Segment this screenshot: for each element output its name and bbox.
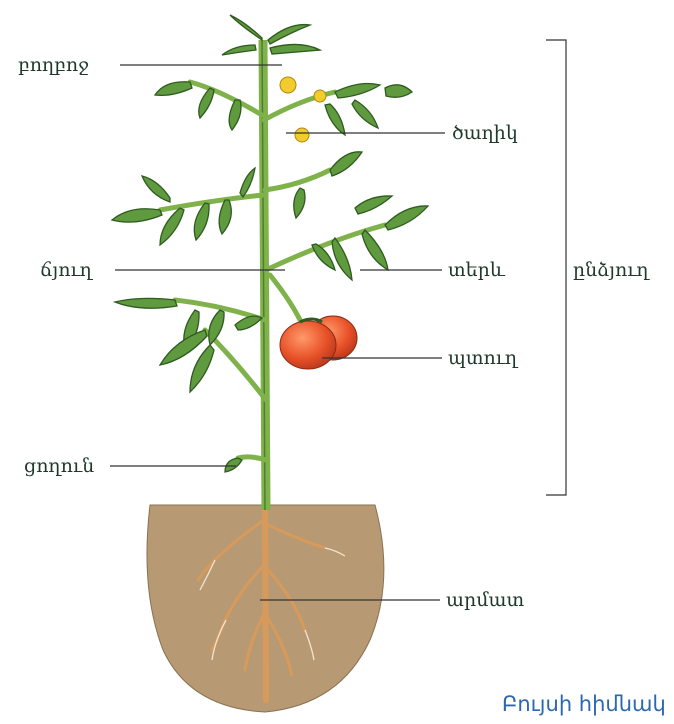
label-root: արմատ <box>446 591 524 610</box>
label-leaf: տերև <box>448 261 505 280</box>
diagram-caption: Բույսի հիմնակ <box>502 694 666 715</box>
label-bud: բողբոջ <box>18 56 89 75</box>
label-fruit: պտուղ <box>448 349 517 368</box>
label-shoot: ընձյուղ <box>573 261 649 280</box>
leaves <box>112 15 428 472</box>
label-node: ցողուն <box>24 457 94 476</box>
label-stem: ճյուղ <box>40 261 92 280</box>
fruit <box>280 316 357 369</box>
label-flower: ծաղիկ <box>452 124 518 143</box>
